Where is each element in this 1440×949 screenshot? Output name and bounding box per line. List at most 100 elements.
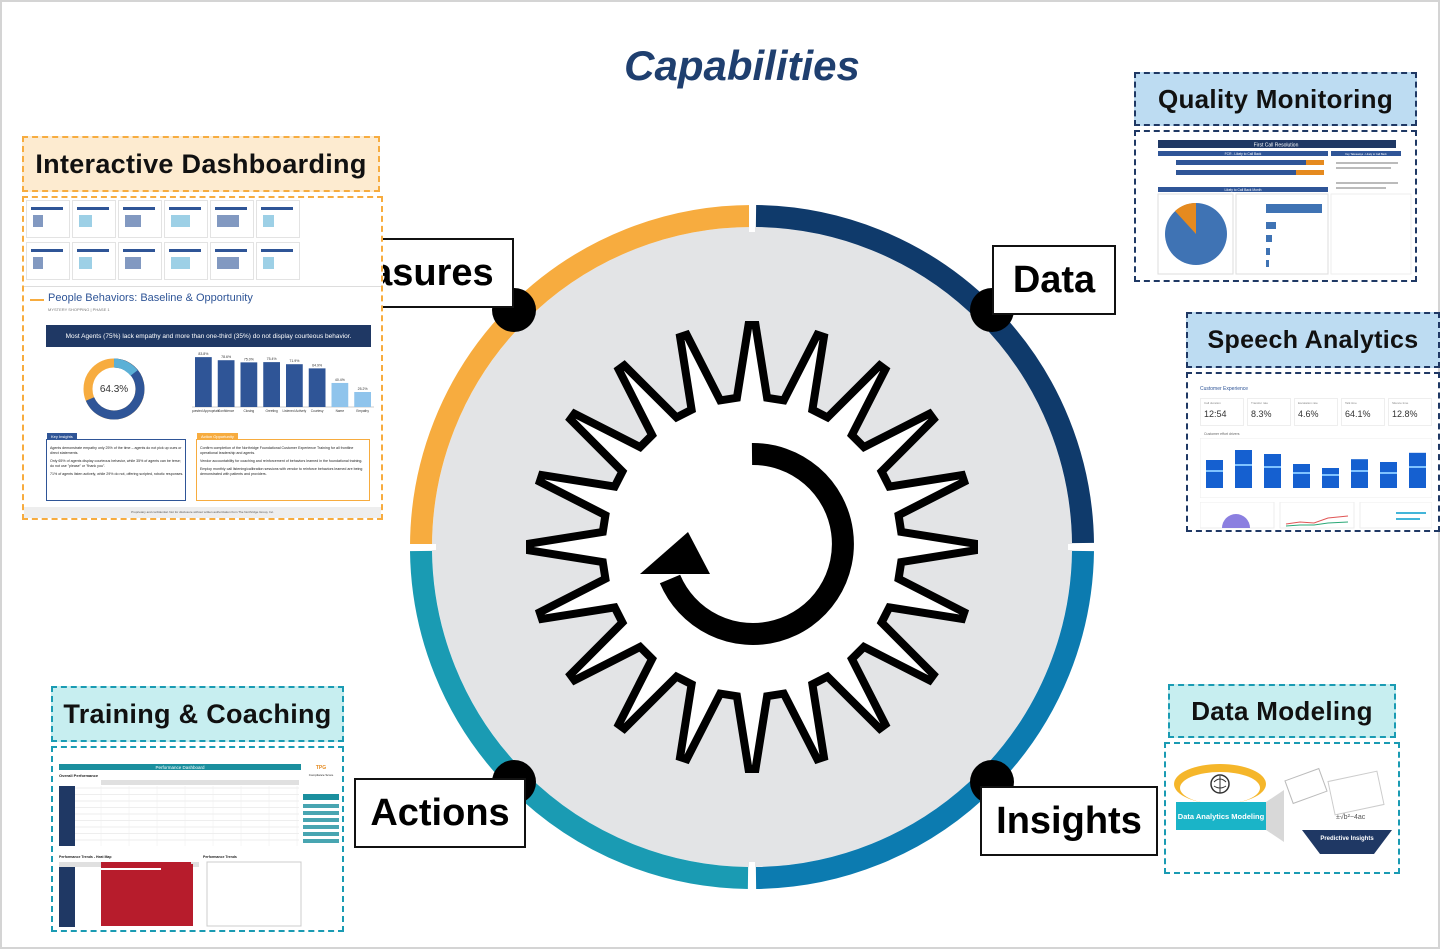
sa-kpi-value: 64.1% bbox=[1345, 409, 1371, 419]
dashboard-thumbnail bbox=[26, 242, 70, 280]
behavior-bar-value: 25.2% bbox=[358, 387, 368, 391]
behavior-bar-value: 83.8% bbox=[198, 352, 208, 356]
diagram-title: Capabilities bbox=[624, 42, 860, 89]
sa-kpi-value: 12:54 bbox=[1204, 409, 1227, 419]
sa-bar-marker bbox=[1264, 466, 1281, 468]
behavior-bar-label: Empathy bbox=[356, 409, 369, 413]
stage-data: Data bbox=[992, 245, 1116, 315]
svg-text:TPG: TPG bbox=[316, 765, 326, 771]
sa-bar-marker bbox=[1322, 474, 1339, 476]
behavior-bar bbox=[263, 362, 280, 407]
behavior-bar-label: Greeting bbox=[266, 409, 278, 413]
slide-footer: Proprietary and confidential. Not for di… bbox=[24, 507, 381, 518]
behavior-bar-value: 78.6% bbox=[221, 355, 231, 359]
donut-value: 64.3% bbox=[100, 384, 128, 395]
qm-header: First Call Resolution bbox=[1254, 143, 1299, 149]
quality-monitoring-panel: First Call Resolution FCR - Likely to Ca… bbox=[1134, 130, 1417, 282]
dashboard-slide: People Behaviors: Baseline & Opportunity… bbox=[24, 286, 381, 518]
donut-chart: 64.3% bbox=[83, 358, 145, 420]
svg-text:±√b²−4ac: ±√b²−4ac bbox=[1336, 813, 1366, 821]
slide-banner: Most Agents (75%) lack empathy and more … bbox=[46, 325, 371, 347]
tc-compliance: Compliance Score bbox=[309, 773, 334, 777]
action-opportunity-box: Action Opportunity Confirm completion of… bbox=[196, 433, 370, 501]
behavior-bar bbox=[286, 364, 303, 407]
data-modeling-box-label: Data Analytics Modeling bbox=[1178, 812, 1265, 821]
dashboard-thumbnail bbox=[72, 200, 116, 238]
sa-bar bbox=[1409, 452, 1426, 488]
qm-pie-slice bbox=[1175, 202, 1196, 234]
slide-title: People Behaviors: Baseline & Opportunity bbox=[48, 292, 253, 304]
sa-section-title: Customer Experience bbox=[1200, 386, 1249, 392]
behavior-bar bbox=[217, 360, 235, 407]
behavior-bar-value: 71.9% bbox=[289, 359, 299, 363]
sa-kpi-card: Transfer rate 8.3% bbox=[1247, 398, 1291, 426]
action-title: Action Opportunity bbox=[197, 433, 238, 440]
qm-takeaways-title: Key Takeaways - Likely to Call Back bbox=[1345, 152, 1387, 156]
action-item: Employ monthly call listening/calibratio… bbox=[200, 467, 363, 476]
tc-heatmap bbox=[101, 870, 193, 926]
sa-bar bbox=[1264, 454, 1281, 488]
sa-kpi-value: 4.6% bbox=[1298, 409, 1319, 419]
dashboard-thumbnail bbox=[164, 242, 208, 280]
sa-kpi-name: Transfer rate bbox=[1251, 401, 1269, 405]
action-item: Confirm completion of the Northridge Fou… bbox=[200, 446, 354, 455]
behavior-bar bbox=[195, 357, 212, 407]
behavior-bar-label: Listened Actively bbox=[283, 409, 307, 413]
sa-bar-marker bbox=[1235, 464, 1252, 466]
sa-bar bbox=[1293, 464, 1310, 488]
sa-bar-marker bbox=[1206, 470, 1223, 472]
key-insight-item: Agents demonstrate empathy only 25% of t… bbox=[50, 446, 182, 455]
sa-bar-marker bbox=[1380, 472, 1397, 474]
behavior-bar bbox=[354, 392, 371, 407]
sa-kpi-card: Escalation rate 4.6% bbox=[1294, 398, 1338, 426]
capability-label-speech-analytics: Speech Analytics bbox=[1186, 312, 1440, 368]
qm-section2: Likely to Call Back Month bbox=[1224, 188, 1261, 192]
behavior-bar-label: Courtesy bbox=[311, 409, 324, 413]
sa-kpi-card: Call duration 12:54 bbox=[1200, 398, 1244, 426]
sa-bar-marker bbox=[1293, 472, 1310, 474]
behavior-bar-value: 40.4% bbox=[335, 378, 345, 382]
capability-label-interactive-dashboarding: Interactive Dashboarding bbox=[22, 136, 380, 192]
capability-label-training-coaching: Training & Coaching bbox=[51, 686, 344, 742]
behavior-bar-label: Name bbox=[336, 409, 345, 413]
sa-bar-marker bbox=[1409, 466, 1426, 468]
behavior-bar bbox=[308, 368, 326, 407]
key-insight-item: Only 65% of agents display courteous beh… bbox=[50, 459, 181, 468]
action-item: Vendor accountability for coaching and r… bbox=[200, 459, 363, 463]
dashboard-thumbnail bbox=[256, 242, 300, 280]
speech-analytics-panel: Customer Experience Call duration 12:54 Tr… bbox=[1186, 372, 1440, 532]
data-modeling-panel: Data Analytics Modeling ±√b²−4ac Predict… bbox=[1164, 742, 1400, 874]
key-insights-box: Key Insights Agents demonstrate empathy … bbox=[46, 433, 186, 501]
behavior-bar bbox=[240, 362, 258, 407]
sa-kpi-value: 8.3% bbox=[1251, 409, 1272, 419]
dashboard-thumbnail bbox=[210, 242, 254, 280]
sa-chart-title: Customer effort drivers bbox=[1204, 432, 1240, 436]
sa-bar bbox=[1351, 459, 1368, 488]
capability-label-data-modeling: Data Modeling bbox=[1168, 684, 1396, 738]
sa-kpi-name: Call duration bbox=[1204, 401, 1221, 405]
behavior-bar-value: 75.4% bbox=[267, 357, 277, 361]
behavior-bar-value: 64.9% bbox=[312, 363, 322, 367]
sa-bar bbox=[1322, 468, 1339, 488]
key-insight-item: 71% of agents listen actively, while 29%… bbox=[50, 472, 184, 476]
action-list: Confirm completion of the Northridge Fou… bbox=[200, 446, 368, 480]
speech-bar-chart bbox=[1200, 438, 1432, 498]
predictive-insights-label: Predictive Insights bbox=[1320, 836, 1374, 842]
sa-bar bbox=[1206, 460, 1223, 488]
dashboard-thumbnail bbox=[164, 200, 208, 238]
behavior-bar-chart: 83.8%Requested Appropriate78.6%Confidenc… bbox=[192, 352, 374, 413]
capability-label-quality-monitoring: Quality Monitoring bbox=[1134, 72, 1417, 126]
tc-trend-chart bbox=[206, 861, 302, 927]
interactive-dashboarding-panel: People Behaviors: Baseline & Opportunity… bbox=[22, 196, 383, 520]
dashboard-thumbnail bbox=[72, 242, 116, 280]
brain-icon bbox=[1210, 774, 1230, 794]
sa-kpi-name: Escalation rate bbox=[1298, 401, 1318, 405]
dashboard-thumbnail bbox=[256, 200, 300, 238]
tc-overall: Overall Performance bbox=[59, 773, 99, 778]
data-modeling-box bbox=[1176, 802, 1266, 830]
behavior-bar-label: Closing bbox=[244, 409, 255, 413]
dashboard-thumbnail bbox=[118, 242, 162, 280]
sa-bar bbox=[1235, 450, 1252, 488]
